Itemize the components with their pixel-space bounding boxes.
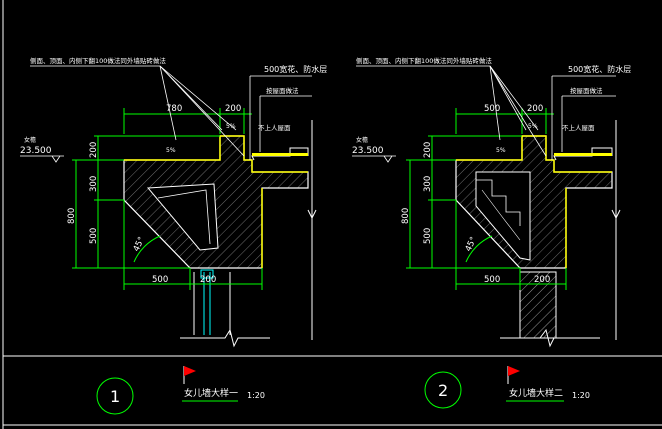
detail-title-2: 女儿墙大样二 xyxy=(509,387,563,399)
detail-1: 侧面、顶面、内侧下翻100做法同外墙贴砖做法 500宽花、防水层 按屋面做法 不… xyxy=(20,56,327,348)
dim-v-500-2: 500 xyxy=(423,228,433,244)
inner-void-2 xyxy=(475,171,531,261)
roof-layers-1 xyxy=(251,147,309,161)
slope-b-1: 5% xyxy=(226,123,236,130)
dim-v-300-2: 300 xyxy=(423,176,433,192)
elev-label-2: 女檐 xyxy=(356,136,368,144)
leader-lines-2 xyxy=(352,65,616,163)
slope-a-1: 5% xyxy=(166,147,176,154)
elev-value-1: 23.500 xyxy=(20,146,52,156)
dim-v-200-2: 200 xyxy=(423,142,433,158)
texts-2: 侧面、顶面、内侧下翻100做法同外墙贴砖做法 500宽花、防水层 按屋面做法 不… xyxy=(352,56,631,156)
slope-a-2: 5% xyxy=(496,147,506,154)
dim-top-200-1: 200 xyxy=(225,104,241,114)
dim-b-500-2: 500 xyxy=(484,275,500,285)
detail-number-1: 1 xyxy=(110,387,120,406)
slope-b-2: 5% xyxy=(528,123,538,130)
dim-b-200-2: 200 xyxy=(534,275,550,285)
note-slope-1: 不上人屋面 xyxy=(258,123,291,132)
detail-number-circle-1 xyxy=(96,377,134,415)
dim-top-780-1: 780 xyxy=(166,104,182,114)
dim-top-500-2: 500 xyxy=(484,104,500,114)
dim-v-800-2: 800 xyxy=(401,208,411,224)
texts-1: 侧面、顶面、内侧下翻100做法同外墙贴砖做法 500宽花、防水层 按屋面做法 不… xyxy=(20,56,327,156)
note-slope-2: 不上人屋面 xyxy=(562,123,595,132)
inner-void-1 xyxy=(146,183,219,251)
dim-top-200-2: 200 xyxy=(527,104,543,114)
dim-v-200-1: 200 xyxy=(89,142,99,158)
waterproof-strip-2 xyxy=(554,153,612,156)
title-block-1: 1 女儿墙大样一 1:20 xyxy=(96,366,265,415)
note-main-1: 侧面、顶面、内侧下翻100做法同外墙贴砖做法 xyxy=(30,56,166,65)
dim-v-800-1: 800 xyxy=(67,208,77,224)
waterproof-layer-2 xyxy=(456,135,612,268)
dim-b-500-1: 500 xyxy=(152,275,168,285)
wall-below-2 xyxy=(519,271,557,339)
dim-b-200-1: 200 xyxy=(200,275,216,285)
detail-2: 侧面、顶面、内侧下翻100做法同外墙贴砖做法 500宽花、防水层 按屋面做法 不… xyxy=(352,56,631,348)
leader-lines-1 xyxy=(20,65,312,163)
elev-value-2: 23.500 xyxy=(352,146,384,156)
dim-v-300-1: 300 xyxy=(89,176,99,192)
dimensions-2 xyxy=(406,108,567,290)
detail-number-circle-2 xyxy=(424,371,462,409)
wall-below-1 xyxy=(180,269,270,348)
flag-icon xyxy=(507,366,520,384)
elev-label-1: 女檐 xyxy=(24,136,36,144)
detail-scale-2: 1:20 xyxy=(572,391,590,400)
detail-number-2: 2 xyxy=(438,381,448,400)
dim-v-500-1: 500 xyxy=(89,228,99,244)
waterproof-strip-1 xyxy=(252,153,308,156)
note-insulation-2: 500宽花、防水层 xyxy=(568,64,631,74)
dimensions-1 xyxy=(72,108,263,290)
note-insulation-1: 500宽花、防水层 xyxy=(264,64,327,74)
title-block-2: 2 女儿墙大样二 1:20 xyxy=(424,366,590,409)
flag-icon xyxy=(183,366,196,384)
dim-texts-2: 500 200 200 300 500 800 500 200 45° xyxy=(401,104,550,285)
note-roof-2: 按屋面做法 xyxy=(570,86,603,95)
detail-title-1: 女儿墙大样一 xyxy=(184,387,238,399)
detail-scale-1: 1:20 xyxy=(247,391,265,400)
note-roof-1: 按屋面做法 xyxy=(266,86,299,95)
waterproof-layer-1 xyxy=(124,135,308,268)
note-main-2: 侧面、顶面、内侧下翻100做法同外墙贴砖做法 xyxy=(356,56,492,65)
